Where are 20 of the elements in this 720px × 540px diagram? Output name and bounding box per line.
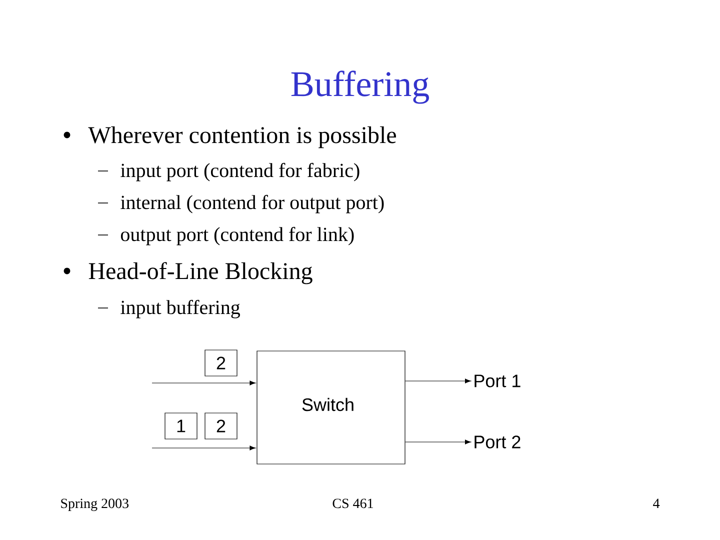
bullet-text: Wherever contention is possible bbox=[88, 126, 396, 148]
arrow bbox=[405, 440, 471, 444]
bullet-text: input port (contend for fabric) bbox=[120, 162, 360, 182]
packet-box: 1 bbox=[164, 412, 198, 440]
arrow bbox=[152, 380, 256, 386]
page-number: 4 bbox=[653, 498, 660, 508]
slide-title: Buffering bbox=[291, 70, 429, 104]
bullet-text: input buffering bbox=[120, 300, 240, 318]
bullet-text: internal (contend for output port) bbox=[120, 194, 384, 214]
port-label: Port 1 bbox=[474, 374, 520, 388]
port-label: Port 2 bbox=[474, 436, 520, 448]
switch-box: Switch bbox=[256, 350, 406, 464]
packet-box: 2 bbox=[204, 350, 238, 376]
arrow bbox=[405, 378, 471, 384]
footer-text: CS 461 bbox=[332, 498, 373, 508]
bullet-text: output port (contend for link) bbox=[120, 226, 354, 246]
packet-box: 2 bbox=[204, 412, 238, 440]
footer-text: Spring 2003 bbox=[61, 498, 128, 512]
bullet-text: Head-of-Line Blocking bbox=[88, 262, 312, 284]
arrow bbox=[152, 446, 256, 450]
